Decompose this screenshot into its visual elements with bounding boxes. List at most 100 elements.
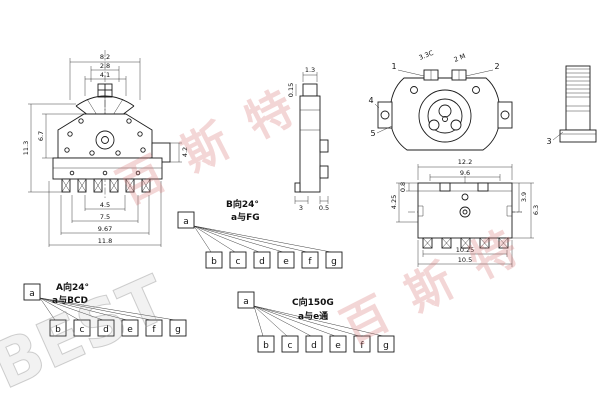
front-view-pins	[61, 178, 151, 193]
view-c-title: C向150G	[292, 296, 334, 308]
dim-side-foot-right: 0.5	[319, 204, 329, 212]
terminal-map-a: A向24° a与BCD a b c d e f g	[23, 281, 187, 337]
dim-front-bottom-width: 11.8	[98, 237, 112, 245]
dim-bottom-left-top: 0.8	[399, 182, 407, 192]
callout-5: 5	[370, 129, 375, 138]
callout-2: 2	[494, 62, 499, 71]
bottom-view-pins	[422, 237, 509, 249]
terminal-box-g	[169, 319, 187, 337]
view-c-detail: a与e通	[298, 310, 328, 322]
terminal-box-f	[145, 319, 163, 337]
dim-bottom-bottom-inner: 10.25	[456, 246, 475, 254]
terminal-box-d	[253, 251, 271, 269]
terminal-label-a: a	[243, 297, 249, 307]
terminal-box-f	[301, 251, 319, 269]
dim-bottom-width-outer: 12.2	[458, 158, 472, 166]
terminal-label-f: f	[360, 341, 364, 351]
terminal-box-e	[329, 335, 347, 353]
terminal-label-e: e	[335, 341, 341, 351]
dim-front-top-width: 8.2	[100, 53, 110, 61]
terminal-fan-lines	[253, 305, 384, 337]
terminal-box-g	[325, 251, 343, 269]
terminal-label-b: b	[263, 341, 269, 351]
side-view-outline	[294, 83, 329, 193]
dim-front-pins-3: 9.67	[98, 225, 112, 233]
terminal-label-d: d	[103, 325, 109, 335]
terminal-box-b	[257, 335, 275, 353]
note-right: 2 M	[453, 52, 467, 64]
bottom-view: 12.2 9.6 0.8 4.25 3.9 6.3 10.25 10.5	[390, 158, 540, 267]
view-a-detail: a与BCD	[52, 294, 88, 306]
shaft-knurl-lines	[566, 68, 590, 112]
terminal-box-e	[121, 319, 139, 337]
dim-front-pins-1: 4.5	[100, 201, 110, 209]
dim-front-knob-outer: 2.8	[100, 62, 110, 70]
dim-side-top-width: 1.3	[305, 66, 315, 74]
terminal-box-c	[73, 319, 91, 337]
bottom-view-outline	[417, 182, 513, 239]
view-b-title: B向24°	[226, 198, 259, 210]
dim-side-edge: 0.15	[287, 83, 295, 97]
shaft-body	[565, 65, 591, 131]
dim-bottom-left-side: 4.25	[390, 195, 398, 209]
terminal-label-e: e	[127, 325, 133, 335]
terminal-box-d	[305, 335, 323, 353]
dim-side-foot-left: 3	[299, 204, 303, 212]
dim-bottom-width-inner: 9.6	[460, 169, 470, 177]
front-view: 8.2 2.8 4.1 6.7 11.3 4.2 4.5 7.5 9.67 11…	[22, 50, 189, 247]
base-outline	[417, 182, 513, 239]
side-view: 1.3 0.15 3 0.5	[287, 66, 329, 212]
top-view-outline	[377, 69, 513, 151]
terminal-box-g	[377, 335, 395, 353]
view-a-title: A向24°	[56, 281, 89, 293]
terminal-label-b: b	[55, 325, 61, 335]
callout-1: 1	[391, 62, 396, 71]
terminal-label-a: a	[29, 289, 35, 299]
dim-bottom-right-outer: 6.3	[532, 205, 540, 215]
terminal-label-f: f	[308, 257, 312, 267]
note-left: 3.3C	[418, 49, 435, 62]
dim-front-total-height: 11.3	[22, 141, 30, 155]
top-view-leader-lines	[374, 69, 494, 134]
callout-4: 4	[368, 96, 373, 105]
terminal-label-a: a	[183, 217, 189, 227]
terminal-box-d	[97, 319, 115, 337]
terminal-label-d: d	[259, 257, 265, 267]
shaft-side-view: 3	[546, 65, 597, 146]
terminal-map-c: C向150G a与e通 a b c d e f g	[237, 291, 395, 353]
center-pivot	[95, 130, 115, 150]
terminal-box-b	[49, 319, 67, 337]
bottom-view-dimension-lines	[396, 164, 534, 267]
dim-front-body-height: 6.7	[37, 131, 45, 141]
terminal-label-g: g	[175, 325, 181, 335]
terminal-box-c	[229, 251, 247, 269]
terminal-label-e: e	[283, 257, 289, 267]
side-view-dimension-lines	[294, 72, 329, 204]
terminal-fan-lines	[193, 225, 332, 253]
dim-bottom-bottom-outer: 10.5	[458, 256, 472, 264]
terminal-box-f	[353, 335, 371, 353]
terminal-box-a	[177, 211, 195, 229]
terminal-label-c: c	[288, 341, 293, 351]
dim-front-knob-inner: 4.1	[100, 71, 110, 79]
watermark-brand-text: BEST	[0, 262, 178, 400]
shaft-flange	[559, 129, 597, 143]
terminal-label-g: g	[383, 341, 389, 351]
terminal-label-c: c	[80, 325, 85, 335]
top-view: 1 2 4 5 3.3C 2 M	[368, 49, 513, 151]
terminal-fan-lines	[39, 297, 176, 321]
terminal-label-f: f	[152, 325, 156, 335]
terminal-label-d: d	[311, 341, 317, 351]
terminal-box-a	[237, 291, 255, 309]
terminal-map-b: B向24° a与FG a b c d e f g	[177, 198, 343, 269]
terminal-box-e	[277, 251, 295, 269]
switch-base	[52, 157, 163, 180]
dim-front-tab-height: 4.2	[181, 147, 189, 157]
terminal-box-b	[205, 251, 223, 269]
view-b-detail: a与FG	[231, 211, 260, 223]
terminal-label-g: g	[331, 257, 337, 267]
front-view-outline	[52, 83, 171, 180]
leader-line-3	[552, 131, 564, 141]
callout-3: 3	[546, 137, 551, 146]
